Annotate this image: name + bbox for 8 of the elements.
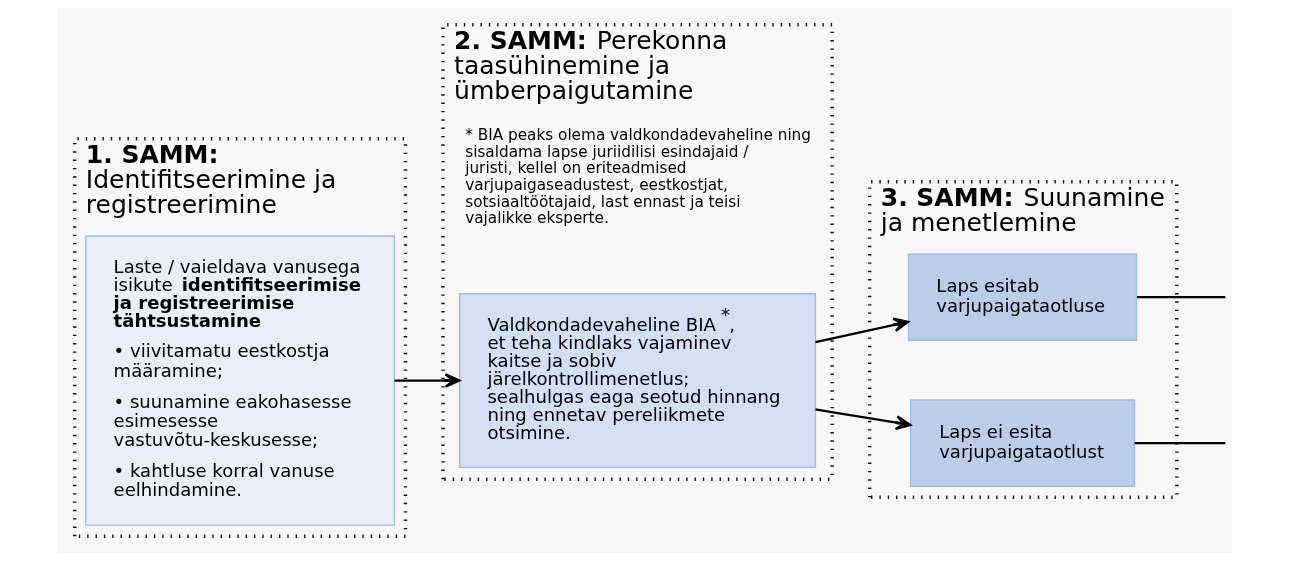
- connector: [1136, 296, 1225, 299]
- node-box: Laste / vaieldava vanusega isikute identifitseerimise ja registreerimise tähtsustamine • viivitamatu eestkostja määramine; • suunamine eakohasesse esimesesse vastuvõtu-keskusesse; • kahtluse korral vanuse eelhindamine.: [84, 235, 395, 526]
- label: * BIA peaks olema valdkondadevaheline ning sisaldama lapse juriidilisi esindajaid / juristi, kellel on eriteadmised varjupaigaseadustest, eestkostjat, sotsiaaltöötajaid, last ennast ja teisi vajalikke eksperte.: [464, 125, 811, 228]
- arrow: [814, 317, 909, 344]
- node-box: Laps ei esita varjupaigataotlust: [909, 399, 1135, 487]
- connector: [1134, 442, 1225, 445]
- arrow: [394, 373, 461, 388]
- node-box: Laps esitab varjupaigataotluse: [907, 253, 1137, 341]
